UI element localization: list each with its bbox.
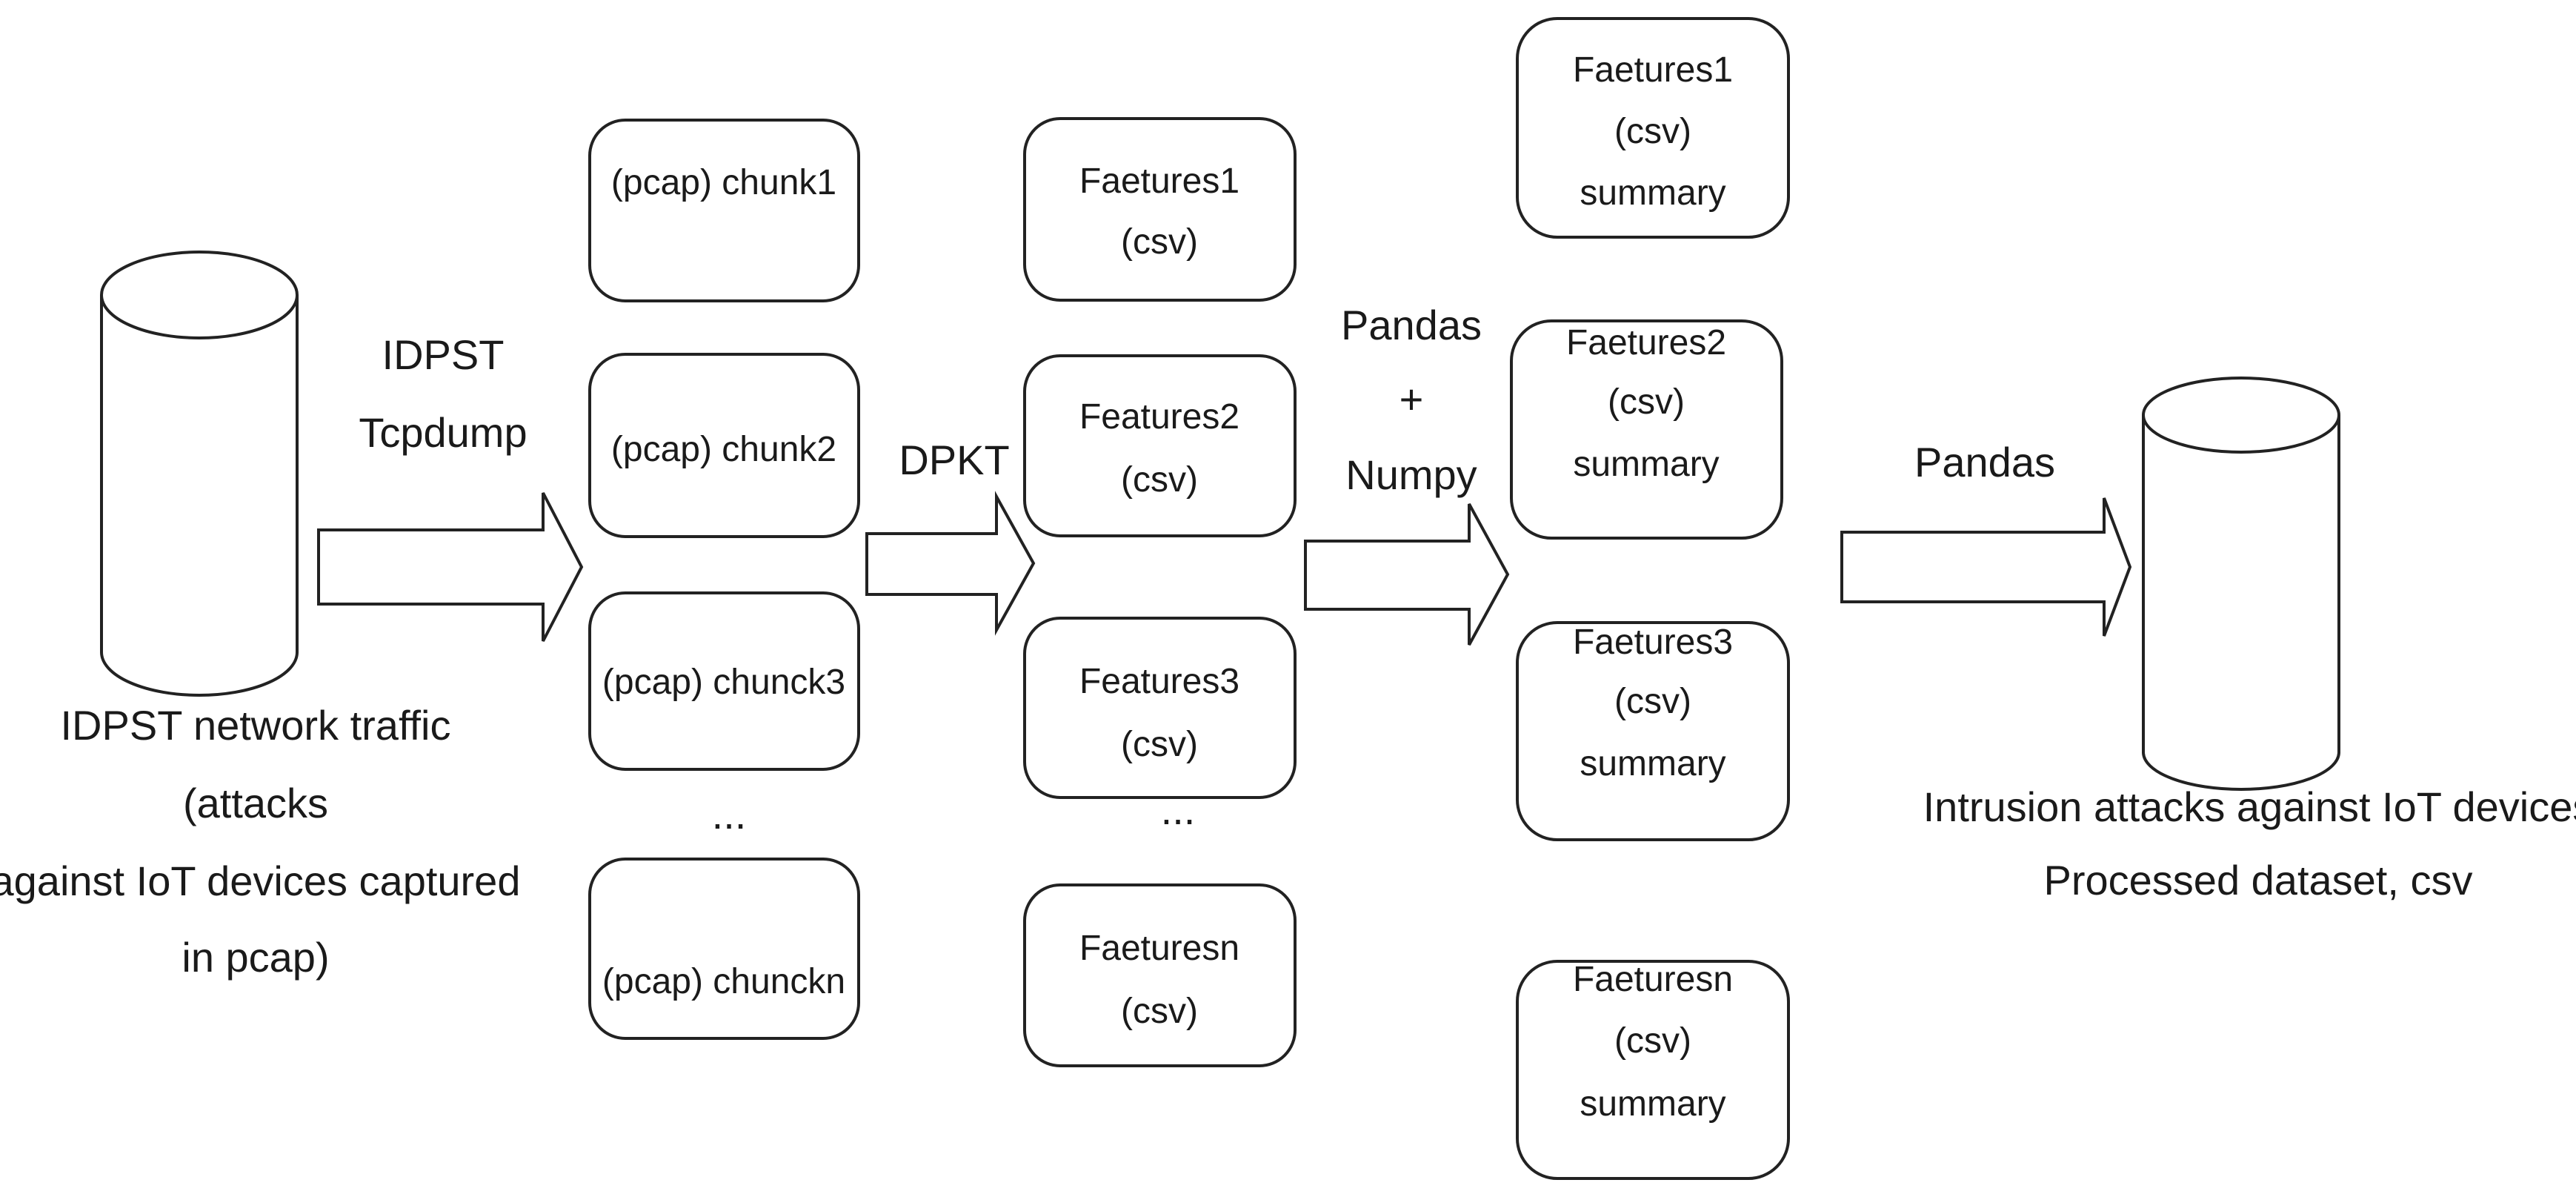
- dpkt-label: DPKT: [899, 437, 1009, 483]
- summary-box-2-line-3: summary: [1573, 445, 1719, 484]
- summary-box-1-line-3: summary: [1580, 173, 1725, 213]
- summary-box-n-line-1: Faeturesn: [1573, 960, 1733, 999]
- summary-box-2-line-2: (csv): [1608, 382, 1685, 422]
- pandas-numpy-label-line-2: +: [1400, 376, 1424, 422]
- features-box-1: [1023, 117, 1297, 302]
- chunk-label-2: (pcap) chunk2: [611, 430, 836, 469]
- arrow-dpkt: [865, 491, 1036, 636]
- source-label-line-3: against IoT devices captured: [0, 858, 520, 904]
- tcpdump-label-line-1: IDPST: [382, 331, 505, 378]
- summary-box-3: [1516, 621, 1790, 841]
- summary-box-3-line-1: Faetures3: [1573, 623, 1733, 662]
- summary-box-n-line-3: summary: [1580, 1084, 1725, 1124]
- pandas-label: Pandas: [1914, 439, 2055, 485]
- summary-box-3-line-2: (csv): [1614, 682, 1691, 721]
- features-box-2-line-1: Features2: [1079, 397, 1239, 437]
- summary-box-2-line-1: Faetures2: [1566, 323, 1726, 362]
- source-label-line-1: IDPST network traffic: [61, 702, 451, 749]
- chunk-label-n: (pcap) chunckn: [602, 962, 845, 1001]
- arrow-pandas-numpy: [1304, 503, 1510, 646]
- chunk-box-n: [588, 858, 860, 1040]
- features-ellipsis: ...: [1161, 786, 1196, 833]
- features-box-3-line-1: Features3: [1079, 662, 1239, 701]
- arrow-tcpdump: [317, 492, 584, 642]
- summary-box-1-line-1: Faetures1: [1573, 50, 1733, 90]
- summary-box-n-line-2: (csv): [1614, 1021, 1691, 1061]
- arrow-pandas: [1840, 497, 2132, 637]
- features-box-n-line-1: Faeturesn: [1079, 929, 1239, 968]
- features-box-n: [1023, 883, 1297, 1067]
- output-database-icon: [2142, 377, 2340, 791]
- source-label-line-2: (attacks: [183, 780, 328, 826]
- chunk-box-2: [588, 353, 860, 538]
- features-box-1-line-2: (csv): [1121, 222, 1198, 262]
- features-box-3-line-2: (csv): [1121, 725, 1198, 764]
- features-box-n-line-2: (csv): [1121, 992, 1198, 1031]
- summary-box-n: [1516, 960, 1790, 1180]
- output-label-line-2: Processed dataset, csv: [2044, 857, 2473, 903]
- source-label: IDPST network traffic (attacks against I…: [0, 702, 520, 981]
- chunks-ellipsis: ...: [712, 791, 747, 838]
- summary-box-3-line-3: summary: [1580, 744, 1725, 783]
- chunk-label-1: (pcap) chunk1: [611, 163, 836, 202]
- features-box-1-line-1: Faetures1: [1079, 162, 1239, 201]
- summary-box-1: [1516, 17, 1790, 239]
- output-label-line-1: Intrusion attacks against IoT devices: [1923, 783, 2576, 830]
- source-database-icon: [100, 251, 299, 697]
- chunk-box-1: [588, 119, 860, 302]
- features-box-2-line-2: (csv): [1121, 460, 1198, 500]
- features-box-2: [1023, 354, 1297, 537]
- summary-box-1-line-2: (csv): [1614, 112, 1691, 151]
- source-label-line-4: in pcap): [182, 934, 329, 981]
- tcpdump-label-line-2: Tcpdump: [359, 409, 527, 456]
- chunk-label-3: (pcap) chunck3: [602, 663, 845, 702]
- pandas-numpy-label-line-3: Numpy: [1345, 451, 1477, 498]
- pandas-numpy-label-line-1: Pandas: [1341, 302, 1482, 348]
- chunk-box-3: [588, 591, 860, 771]
- summary-box-2: [1510, 319, 1783, 540]
- features-box-3: [1023, 617, 1297, 799]
